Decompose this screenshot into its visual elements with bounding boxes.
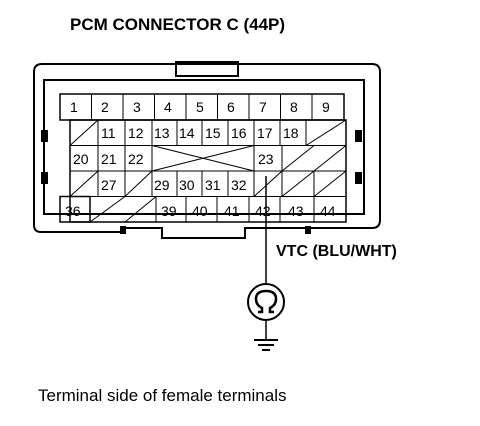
terminal-row-4: 27 29 30 31 32 xyxy=(69,170,347,197)
pin-8: 8 xyxy=(290,99,298,115)
pin-1: 1 xyxy=(70,99,78,115)
terminal-row-5: 36 39 40 41 42 43 44 xyxy=(59,195,336,223)
pin-29: 29 xyxy=(154,177,170,193)
probe-wire: VTC (BLU/WHT) xyxy=(265,176,397,284)
left-lock xyxy=(41,130,48,142)
terminal-row-3: 20 21 22 23 xyxy=(73,145,347,172)
pin-14: 14 xyxy=(179,125,195,141)
pin-7: 7 xyxy=(259,99,267,115)
pin-40: 40 xyxy=(192,203,208,219)
pin-15: 15 xyxy=(205,125,221,141)
pin-17: 17 xyxy=(257,125,273,141)
pin-6: 6 xyxy=(227,99,235,115)
terminal-row-1: 1 2 3 4 5 6 7 8 9 xyxy=(59,93,345,121)
connector-housing xyxy=(33,61,381,239)
pin-30: 30 xyxy=(179,177,195,193)
pin-18: 18 xyxy=(283,125,299,141)
pin-31: 31 xyxy=(205,177,221,193)
pin-11: 11 xyxy=(101,125,116,141)
pin-5: 5 xyxy=(196,99,204,115)
pin-22: 22 xyxy=(128,151,144,167)
pin-39: 39 xyxy=(161,203,177,219)
pin-2: 2 xyxy=(101,99,109,115)
pin-27: 27 xyxy=(101,177,117,193)
wire-label: VTC (BLU/WHT) xyxy=(276,243,397,260)
pin-12: 12 xyxy=(128,125,144,141)
pin-41: 41 xyxy=(224,203,240,219)
pin-42: 42 xyxy=(255,203,271,219)
pin-23: 23 xyxy=(258,151,274,167)
pin-16: 16 xyxy=(231,125,247,141)
diagram-title: PCM CONNECTOR C (44P) xyxy=(70,15,285,34)
pin-36: 36 xyxy=(65,203,81,219)
diagram-caption: Terminal side of female terminals xyxy=(38,386,286,405)
pin-3: 3 xyxy=(133,99,141,115)
pin-32: 32 xyxy=(231,177,247,193)
ground-icon xyxy=(254,320,278,351)
terminal-row-2: 11 12 13 14 15 16 17 18 xyxy=(69,119,347,146)
pin-13: 13 xyxy=(154,125,170,141)
pin-4: 4 xyxy=(164,99,172,115)
pin-9: 9 xyxy=(322,99,330,115)
terminal-grid: 1 2 3 4 5 6 7 8 9 11 xyxy=(59,93,347,223)
pin-20: 20 xyxy=(73,151,89,167)
right-lock xyxy=(355,130,362,142)
pin-43: 43 xyxy=(288,203,304,219)
pin-21: 21 xyxy=(101,151,117,167)
pin-44: 44 xyxy=(320,203,336,219)
ohm-meter-icon xyxy=(247,283,285,321)
